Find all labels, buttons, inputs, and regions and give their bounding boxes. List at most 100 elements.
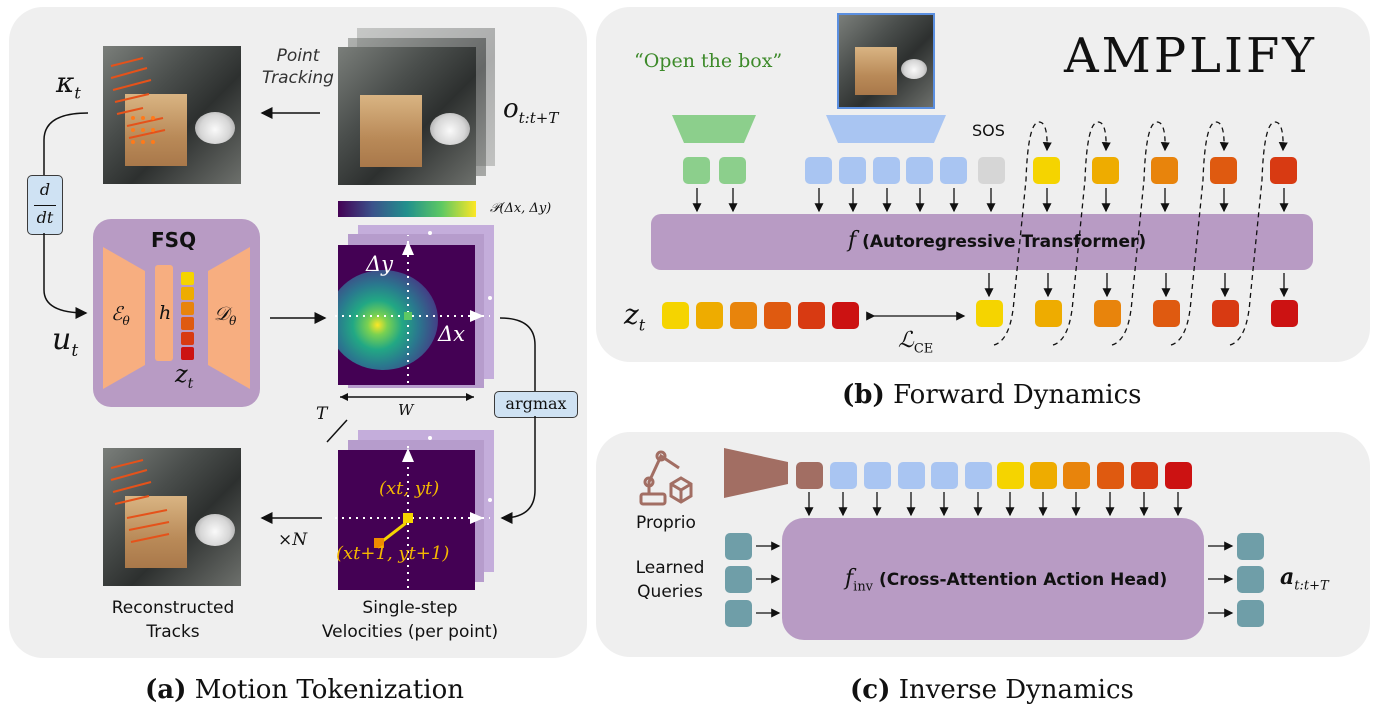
width-arrow bbox=[340, 393, 474, 401]
amplify-title: AMPLIFY bbox=[1064, 28, 1317, 84]
inverse-image-token-1 bbox=[830, 462, 857, 489]
cross-attention-action-head-block bbox=[782, 518, 1204, 640]
action-head-label: finv (Cross-Attention Action Head) bbox=[845, 566, 1168, 595]
next-position-label: (xt+1, yt+1) bbox=[336, 543, 450, 564]
current-position-label: (xt, yt) bbox=[379, 478, 440, 499]
target-token-2 bbox=[696, 302, 723, 329]
cross-entropy-loss-label: ℒCE bbox=[898, 328, 934, 357]
argmax-box: argmax bbox=[494, 391, 578, 418]
autoregressive-transformer-block bbox=[651, 214, 1313, 270]
width-label: W bbox=[398, 401, 414, 419]
inverse-motion-token-5 bbox=[1131, 462, 1158, 489]
single-step-velocities-label: Single-step Velocities (per point) bbox=[321, 598, 499, 642]
action-token-2 bbox=[1237, 566, 1264, 593]
inverse-image-token-5 bbox=[965, 462, 992, 489]
query-token-2 bbox=[725, 566, 752, 593]
time-derivative-box: d dt bbox=[27, 175, 63, 235]
target-token-4 bbox=[764, 302, 791, 329]
probability-label: 𝒫(Δx, Δy) bbox=[490, 201, 552, 216]
heatmap-axes bbox=[335, 231, 492, 383]
point-tracking-label: Point Tracking bbox=[262, 46, 334, 88]
instruction-text: “Open the box” bbox=[634, 50, 783, 72]
image-token-2 bbox=[839, 157, 866, 184]
motion-input-token-4 bbox=[1210, 157, 1237, 184]
fsq-token-2 bbox=[181, 287, 194, 300]
encoder-label: ℰθ bbox=[111, 303, 130, 328]
t-dimension-label: T bbox=[316, 404, 328, 424]
motion-output-token-6 bbox=[1271, 300, 1298, 327]
keypoint-image bbox=[103, 46, 241, 184]
fsq-encoder-decoder bbox=[103, 247, 250, 389]
motion-output-token-2 bbox=[1035, 300, 1062, 327]
action-token-1 bbox=[1237, 533, 1264, 560]
motion-input-token-5 bbox=[1270, 157, 1297, 184]
fsq-token-1 bbox=[181, 272, 194, 285]
u-label: ut bbox=[52, 322, 79, 361]
motion-output-token-5 bbox=[1212, 300, 1239, 327]
inverse-image-token-3 bbox=[898, 462, 925, 489]
motion-output-token-1 bbox=[976, 300, 1003, 327]
fsq-token-3 bbox=[181, 302, 194, 315]
delta-y-label: Δy bbox=[366, 252, 394, 276]
motion-output-token-3 bbox=[1094, 300, 1121, 327]
caption-a: (a) Motion Tokenization bbox=[145, 675, 464, 705]
inverse-motion-token-1 bbox=[997, 462, 1024, 489]
inverse-motion-token-3 bbox=[1063, 462, 1090, 489]
sos-token bbox=[978, 157, 1005, 184]
learned-queries-label: Learned Queries bbox=[635, 558, 705, 602]
forward-dynamics-arrows bbox=[692, 121, 1289, 346]
image-token-1 bbox=[805, 157, 832, 184]
delta-x-label: Δx bbox=[438, 322, 466, 346]
proprio-token bbox=[796, 462, 823, 489]
target-token-6 bbox=[832, 302, 859, 329]
text-token-2 bbox=[719, 157, 746, 184]
latent-h-label: h bbox=[159, 302, 172, 324]
track-overlay bbox=[110, 57, 166, 144]
action-output-label: at:t+T bbox=[1280, 564, 1329, 594]
observation-label: ot:t+T bbox=[503, 94, 559, 128]
robot-arm-icon bbox=[639, 450, 693, 506]
query-token-1 bbox=[725, 533, 752, 560]
target-token-3 bbox=[730, 302, 757, 329]
forward-dynamics-graphics bbox=[672, 115, 946, 143]
proprio-label: Proprio bbox=[636, 513, 696, 533]
decoder-label: 𝒟θ bbox=[214, 303, 237, 328]
reconstructed-tracks-label: Reconstructed Tracks bbox=[111, 598, 235, 642]
inverse-dynamics-graphics bbox=[724, 448, 788, 498]
inverse-motion-token-6 bbox=[1165, 462, 1192, 489]
fsq-token-4 bbox=[181, 317, 194, 330]
inverse-motion-token-2 bbox=[1030, 462, 1057, 489]
times-n-label: ×N bbox=[278, 530, 308, 550]
caption-b: (b) Forward Dynamics bbox=[842, 380, 1142, 410]
motion-output-token-4 bbox=[1153, 300, 1180, 327]
query-token-3 bbox=[725, 600, 752, 627]
transformer-label: f (Autoregressive Transformer) bbox=[848, 228, 1147, 253]
argmax-axes bbox=[335, 436, 492, 588]
motion-input-token-1 bbox=[1033, 157, 1060, 184]
reconstructed-tracks-image bbox=[103, 448, 241, 586]
fsq-z-label: zt bbox=[175, 360, 194, 392]
motion-input-token-2 bbox=[1092, 157, 1119, 184]
fsq-token-5 bbox=[181, 332, 194, 345]
inverse-motion-token-4 bbox=[1097, 462, 1124, 489]
target-token-5 bbox=[798, 302, 825, 329]
target-z-label: zt bbox=[624, 298, 646, 335]
t-dimension-slash bbox=[326, 419, 348, 443]
sos-label: SOS bbox=[972, 121, 1005, 140]
observation-image bbox=[338, 47, 476, 185]
image-token-5 bbox=[940, 157, 967, 184]
fsq-token-6 bbox=[181, 347, 194, 360]
probability-colorbar bbox=[338, 201, 476, 217]
motion-input-token-3 bbox=[1151, 157, 1178, 184]
panel-a-arrows bbox=[43, 107, 536, 524]
action-token-3 bbox=[1237, 600, 1264, 627]
inverse-image-token-4 bbox=[931, 462, 958, 489]
kappa-label: κt bbox=[56, 66, 81, 103]
image-token-4 bbox=[906, 157, 933, 184]
inverse-image-token-2 bbox=[864, 462, 891, 489]
text-token-1 bbox=[683, 157, 710, 184]
target-token-1 bbox=[662, 302, 689, 329]
forward-observation-image bbox=[837, 13, 935, 109]
fsq-title: FSQ bbox=[151, 228, 197, 252]
caption-c: (c) Inverse Dynamics bbox=[850, 675, 1134, 705]
